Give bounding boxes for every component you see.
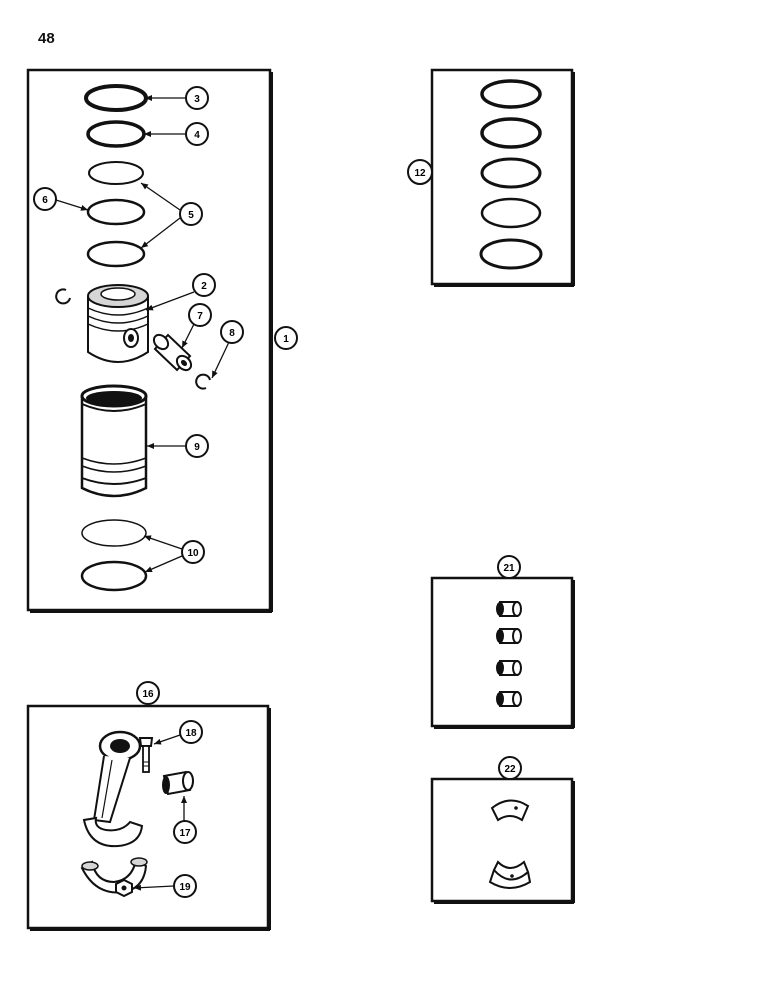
bushing-icon (496, 660, 522, 676)
svg-text:2: 2 (201, 281, 207, 292)
piston-ring-icon (80, 560, 148, 592)
piston-ring-icon (480, 117, 542, 149)
piston-ring-icon (86, 120, 146, 148)
bolt-icon (138, 737, 154, 773)
piston-ring-icon (86, 198, 146, 226)
panel-bushings: 21 (430, 555, 575, 729)
piston-ring-icon (480, 197, 542, 229)
callout-22: 22 (498, 756, 522, 780)
piston-icon (87, 284, 149, 363)
bushing-icon (162, 770, 194, 796)
callout-7: 7 (188, 303, 212, 327)
svg-text:5: 5 (188, 210, 194, 221)
callout-5: 5 (179, 202, 203, 226)
callout-21: 21 (497, 555, 521, 579)
svg-text:22: 22 (504, 764, 516, 775)
bearing-shell-icon (488, 860, 532, 889)
callout-3: 3 (185, 86, 209, 110)
callout-19: 19 (173, 874, 197, 898)
svg-text:17: 17 (179, 828, 191, 839)
bushing-icon (496, 691, 522, 707)
svg-text:18: 18 (185, 728, 197, 739)
piston-ring-icon (84, 84, 148, 112)
panel-connecting-rod: 16 (26, 681, 271, 931)
cylinder-sleeve-icon (80, 384, 148, 498)
leader-lines (133, 734, 187, 891)
svg-text:4: 4 (194, 130, 200, 141)
bushing-icon (496, 601, 522, 617)
piston-ring-icon (479, 238, 543, 270)
piston-ring-icon (480, 79, 542, 109)
callout-16: 16 (136, 681, 160, 705)
connecting-rod-icon (82, 730, 144, 848)
piston-ring-icon (480, 157, 542, 189)
svg-text:8: 8 (229, 328, 235, 339)
callout-1: 1 (274, 326, 298, 350)
bushing-icon (496, 628, 522, 644)
callout-17: 17 (173, 820, 197, 844)
piston-ring-icon (81, 519, 147, 547)
callout-4: 4 (185, 122, 209, 146)
svg-text:3: 3 (194, 94, 200, 105)
panel-bearing-shells: 22 (430, 756, 575, 904)
snap-ring-icon (195, 373, 211, 390)
panel-piston-kit: 3 4 5 6 2 7 8 9 (26, 68, 298, 613)
callout-2: 2 (192, 273, 216, 297)
svg-text:10: 10 (187, 548, 199, 559)
piston-pin-icon (152, 333, 193, 372)
svg-text:6: 6 (42, 195, 48, 206)
svg-text:9: 9 (194, 442, 200, 453)
callout-10: 10 (181, 540, 205, 564)
svg-text:16: 16 (142, 689, 154, 700)
callout-9: 9 (185, 434, 209, 458)
svg-text:1: 1 (283, 334, 289, 345)
svg-text:19: 19 (179, 882, 191, 893)
panel-ring-set: 12 (407, 68, 575, 287)
nut-icon (115, 878, 133, 898)
callout-6: 6 (33, 187, 57, 211)
svg-text:12: 12 (414, 168, 426, 179)
piston-ring-icon (86, 240, 146, 268)
callout-12: 12 (407, 159, 433, 185)
svg-text:7: 7 (197, 311, 203, 322)
piston-ring-icon (88, 161, 144, 185)
callout-8: 8 (220, 320, 244, 344)
svg-text:21: 21 (503, 563, 515, 574)
snap-ring-icon (55, 288, 71, 305)
callout-18: 18 (179, 720, 203, 744)
leader-lines (55, 95, 230, 573)
page-number: 48 (38, 30, 55, 47)
bearing-shell-icon (490, 799, 530, 822)
